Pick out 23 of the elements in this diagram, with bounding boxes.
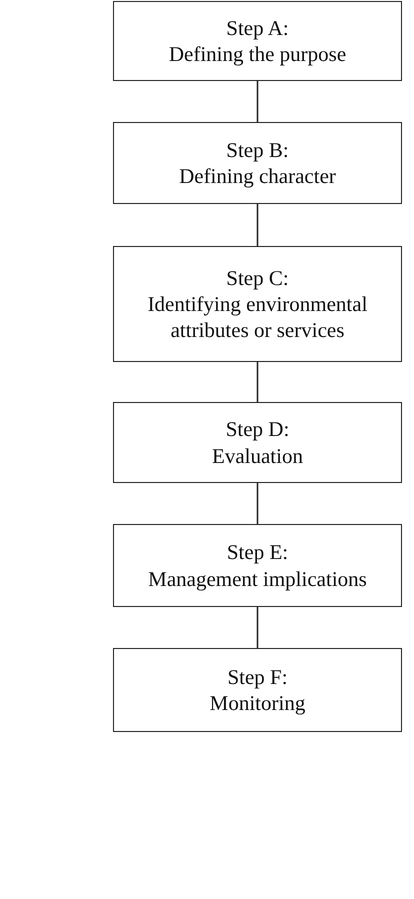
- process-box: [113, 648, 402, 732]
- step-label: Step C:: [226, 264, 289, 291]
- connector-line: [256, 81, 258, 122]
- process-box: [113, 246, 402, 362]
- step-label: Step E:: [226, 539, 288, 566]
- step-label: Step A:: [226, 14, 289, 41]
- connector-line: [256, 607, 258, 648]
- step-title: Identifying environmental attributes or services: [146, 290, 368, 344]
- connector-line: [256, 362, 258, 402]
- step-title: Monitoring: [210, 690, 306, 716]
- step-title: Defining the purpose: [168, 41, 346, 68]
- connector-line: [256, 204, 258, 246]
- step-title: Evaluation: [212, 442, 303, 469]
- connector-line: [256, 483, 258, 524]
- process-box: [113, 402, 402, 483]
- step-label: Step B:: [226, 136, 289, 163]
- step-label: Step D:: [226, 416, 290, 442]
- process-box: [113, 524, 402, 607]
- step-title: Management implications: [148, 566, 367, 592]
- process-box: [113, 122, 402, 204]
- step-title: Defining character: [179, 163, 336, 190]
- process-box: [113, 1, 402, 81]
- step-label: Step F:: [227, 664, 288, 690]
